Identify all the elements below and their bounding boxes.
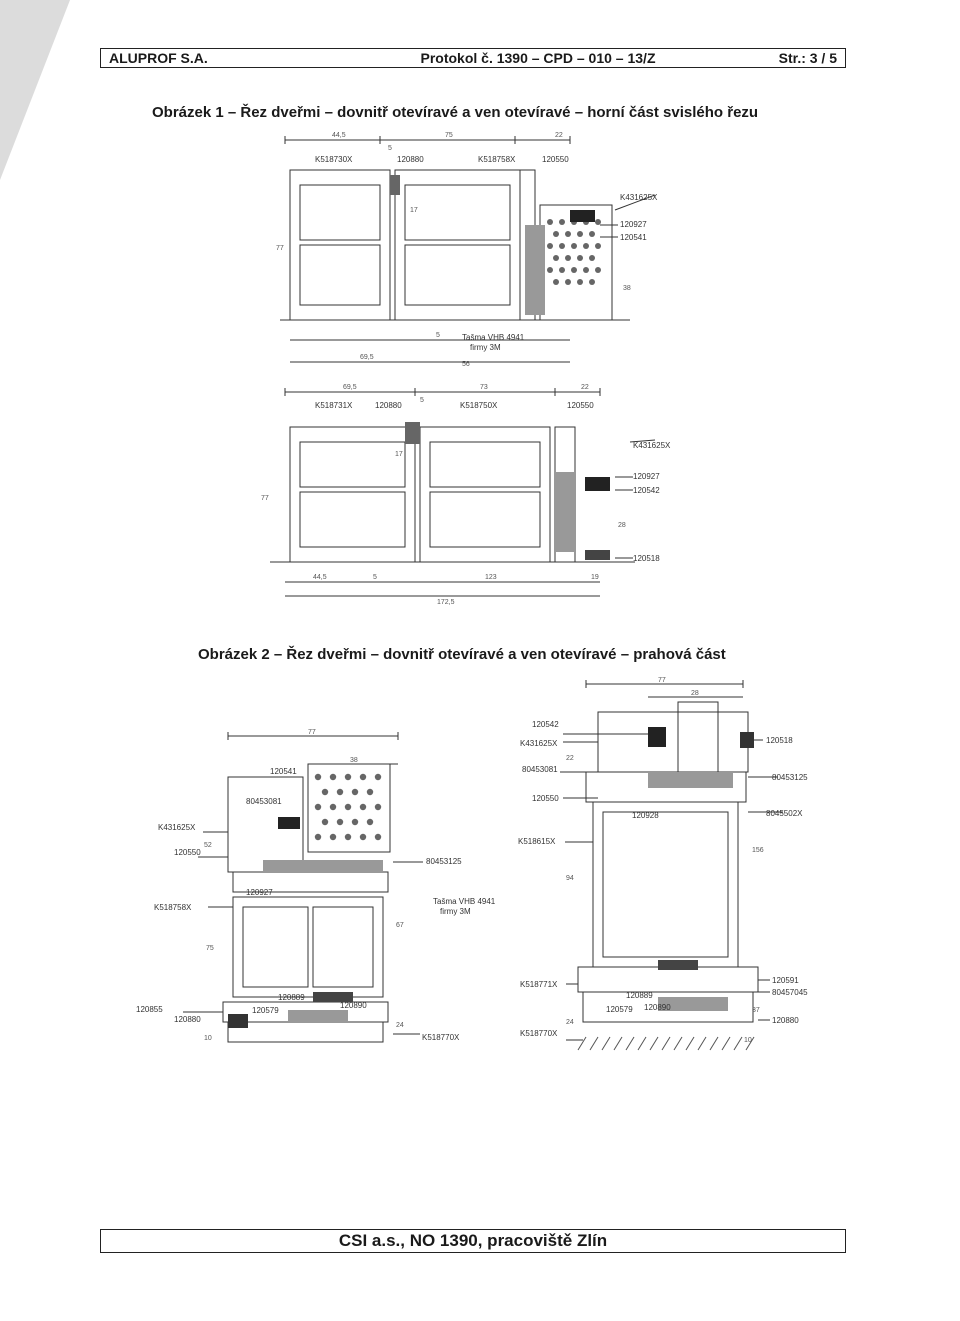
f2r-dim-1: 28 — [691, 690, 699, 697]
f2l-dim-1: 38 — [350, 757, 358, 764]
f1b-dim-10: 19 — [591, 574, 599, 581]
f1b-dim-7: 44,5 — [313, 574, 327, 581]
protocol-number: Protokol č. 1390 – CPD – 010 – 13/Z — [420, 50, 656, 66]
f1t-dim-5: 77 — [276, 245, 284, 252]
f1t-lbl-1: 120880 — [397, 155, 424, 164]
f1b-dim-3: 22 — [581, 384, 589, 391]
f1b-lbl-6: 120542 — [633, 486, 660, 495]
f2l-dim-3: 75 — [206, 945, 214, 952]
f1t-dim-3: 22 — [555, 132, 563, 139]
f2l-tape-1: firmy 3M — [440, 907, 471, 916]
f2r-lbl-7: 80453125 — [772, 773, 808, 782]
f2r-lbl-14: 120591 — [772, 976, 799, 985]
scan-corner-shadow — [0, 0, 70, 180]
f1b-lbl-1: 120880 — [375, 401, 402, 410]
figure-2-left-drawing: 120541 80453081 K431625X 120550 80453125… — [136, 729, 496, 1043]
f2r-lbl-15: 80457045 — [772, 988, 808, 997]
f2l-lbl-2: K431625X — [158, 823, 196, 832]
f2l-dim-4: 67 — [396, 922, 404, 929]
f2r-lbl-11: 120579 — [606, 1005, 633, 1014]
f1t-lbl-2: K518758X — [478, 155, 516, 164]
f1t-tape-0: Tašma VHB 4941 — [462, 333, 525, 342]
f2l-dim-5: 24 — [396, 1022, 404, 1029]
figure-2-title: Obrázek 2 – Řez dveřmi – dovnitř otevíra… — [198, 646, 726, 663]
f2r-dim-4: 156 — [752, 847, 764, 854]
f2r-lbl-1: K431625X — [520, 739, 558, 748]
f2l-lbl-7: 120889 — [278, 993, 305, 1002]
f2l-lbl-3: 120550 — [174, 848, 201, 857]
f1b-dim-2: 73 — [480, 384, 488, 391]
f1b-lbl-3: 120550 — [567, 401, 594, 410]
f2r-dim-7: 10 — [744, 1037, 752, 1044]
f2r-lbl-5: K518615X — [518, 837, 556, 846]
f2l-lbl-6: K518758X — [154, 903, 192, 912]
company-name: ALUPROF S.A. — [109, 50, 208, 66]
f1t-dim-0: 44,5 — [332, 132, 346, 139]
f1t-dim-6: 38 — [623, 285, 631, 292]
f1t-lbl-4: K431625X — [620, 193, 658, 202]
f1t-lbl-6: 120541 — [620, 233, 647, 242]
f1t-dim-2: 75 — [445, 132, 453, 139]
f1b-dim-4: 17 — [395, 451, 403, 458]
f2l-lbl-0: 120541 — [270, 767, 297, 776]
f1b-lbl-7: 120518 — [633, 554, 660, 563]
f1t-lbl-0: K518730X — [315, 155, 353, 164]
figure-1-top-drawing: K518730X 120880 K518758X 120550 K431625X… — [276, 132, 658, 368]
f1t-lbl-5: 120927 — [620, 220, 647, 229]
page-footer: CSI a.s., NO 1390, pracoviště Zlín — [100, 1229, 846, 1253]
page-number: Str.: 3 / 5 — [778, 50, 837, 66]
page-header: ALUPROF S.A. Protokol č. 1390 – CPD – 01… — [100, 48, 846, 68]
f2r-lbl-4: 120928 — [632, 811, 659, 820]
f2l-lbl-4: 80453125 — [426, 857, 462, 866]
f2l-dim-6: 10 — [204, 1035, 212, 1042]
f1t-lbl-3: 120550 — [542, 155, 569, 164]
figure-1-title: Obrázek 1 – Řez dveřmi – dovnitř otevíra… — [152, 104, 759, 121]
f2r-lbl-12: 120890 — [644, 1003, 671, 1012]
f1b-dim-1: 5 — [420, 397, 424, 404]
f2r-lbl-9: K518771X — [520, 980, 558, 989]
f1b-lbl-0: K518731X — [315, 401, 353, 410]
f2l-lbl-8: 120579 — [252, 1006, 279, 1015]
f2l-dim-0: 77 — [308, 729, 316, 736]
f1t-dim-7: 5 — [436, 332, 440, 339]
f1t-dim-1: 5 — [388, 145, 392, 152]
f2r-lbl-6: 120518 — [766, 736, 793, 745]
f2l-lbl-9: 120890 — [340, 1001, 367, 1010]
f1b-dim-5: 77 — [261, 495, 269, 502]
figure-2-right-drawing: 120542 K431625X 80453081 120550 120928 K… — [518, 677, 808, 1051]
f2r-lbl-3: 120550 — [532, 794, 559, 803]
f1b-dim-11: 172,5 — [437, 599, 455, 606]
f1b-dim-0: 69,5 — [343, 384, 357, 391]
figure-1-bottom-drawing: K518731X 120880 K518750X 120550 K431625X… — [261, 384, 671, 606]
f2r-lbl-8: 8045502X — [766, 809, 803, 818]
f1b-dim-8: 5 — [373, 574, 377, 581]
f2l-lbl-12: K518770X — [422, 1033, 460, 1042]
f2r-lbl-0: 120542 — [532, 720, 559, 729]
f1t-dim-8: 69,5 — [360, 354, 374, 361]
f1b-lbl-5: 120927 — [633, 472, 660, 481]
f1t-dim-4: 17 — [410, 207, 418, 214]
f1b-dim-9: 123 — [485, 574, 497, 581]
f2r-lbl-16: 120880 — [772, 1016, 799, 1025]
f2r-lbl-2: 80453081 — [522, 765, 558, 774]
f2r-dim-5: 37 — [752, 1007, 760, 1014]
f1b-lbl-4: K431625X — [633, 441, 671, 450]
f2r-dim-0: 77 — [658, 677, 666, 684]
f2l-tape-0: Tašma VHB 4941 — [433, 897, 496, 906]
f2l-dim-2: 52 — [204, 842, 212, 849]
f2r-dim-6: 24 — [566, 1019, 574, 1026]
f2r-dim-3: 94 — [566, 875, 574, 882]
f1t-tape-1: firmy 3M — [470, 343, 501, 352]
f2r-lbl-10: 120889 — [626, 991, 653, 1000]
f2l-lbl-10: 120855 — [136, 1005, 163, 1014]
f2l-lbl-1: 80453081 — [246, 797, 282, 806]
f2l-lbl-5: 120927 — [246, 888, 273, 897]
f2l-lbl-11: 120880 — [174, 1015, 201, 1024]
f2r-lbl-13: K518770X — [520, 1029, 558, 1038]
f1t-dim-9: 56 — [462, 361, 470, 368]
f1b-lbl-2: K518750X — [460, 401, 498, 410]
f2r-dim-2: 22 — [566, 755, 574, 762]
f1b-dim-6: 28 — [618, 522, 626, 529]
